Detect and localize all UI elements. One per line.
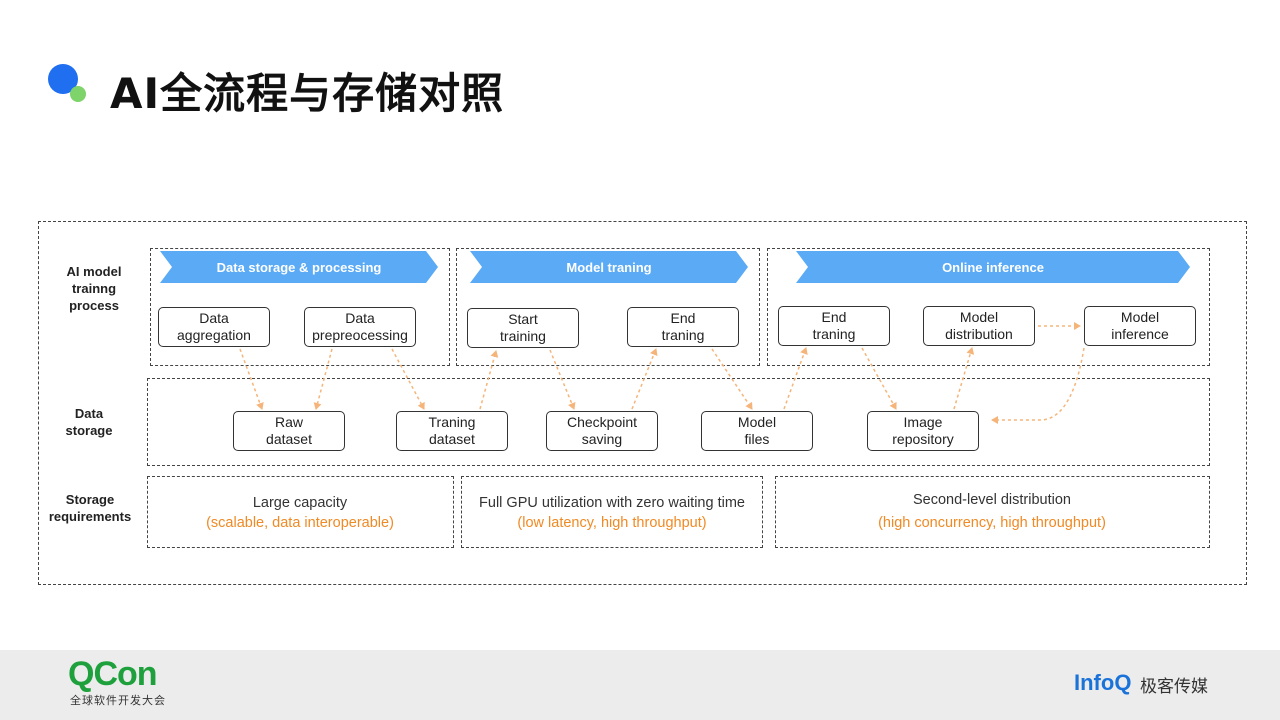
requirement-group-3: [775, 476, 1210, 548]
requirement-2: Full GPU utilization with zero waiting t…: [462, 493, 762, 533]
qcon-subtitle: 全球软件开发大会: [70, 694, 166, 707]
qcon-logo: QCon: [68, 655, 158, 693]
requirement-1-sub: (scalable, data interoperable): [206, 515, 394, 531]
storage-box-training-dataset: Traning dataset: [396, 411, 508, 451]
stage-group-data: [150, 248, 450, 366]
diagram-frame: [38, 221, 1247, 585]
row-label-storage: Data storage: [65, 406, 113, 438]
stage-group-training: [456, 248, 760, 366]
footer-bar: [0, 650, 1280, 720]
infoq-subtitle: 极客传媒: [1140, 677, 1208, 697]
requirement-3: Second-level distribution (high concurre…: [777, 489, 1207, 535]
requirement-2-sub: (low latency, high throughput): [517, 515, 707, 531]
requirement-group-1: [147, 476, 454, 548]
row-label-process: AI model trainng process: [66, 264, 122, 313]
row-label-requirements: Storage requirements: [48, 492, 132, 524]
green-dot-icon: [70, 86, 86, 102]
process-box-end-training: End traning: [627, 307, 739, 347]
stage-group-inference: [767, 248, 1210, 366]
requirement-2-main: Full GPU utilization with zero waiting t…: [479, 495, 745, 511]
process-box-model-inference: Model inference: [1084, 306, 1196, 346]
storage-box-checkpoint-saving: Checkpoint saving: [546, 411, 658, 451]
requirement-group-2: [461, 476, 763, 548]
process-box-model-distribution: Model distribution: [923, 306, 1035, 346]
storage-box-model-files: Model files: [701, 411, 813, 451]
process-box-end-training-inference: End traning: [778, 306, 890, 346]
process-box-start-training: Start training: [467, 308, 579, 348]
storage-row: [147, 378, 1210, 466]
requirement-1-main: Large capacity: [252, 495, 348, 511]
storage-box-raw-dataset: Raw dataset: [233, 411, 345, 451]
process-box-data-preprocessing: Data prepreocessing: [304, 307, 416, 347]
process-box-data-aggregation: Data aggregation: [158, 307, 270, 347]
requirement-1: Large capacity (scalable, data interoper…: [150, 493, 450, 533]
requirement-3-sub: (high concurrency, high throughput): [878, 515, 1106, 531]
requirement-3-main: Second-level distribution: [913, 492, 1071, 508]
infoq-logo: InfoQ: [1074, 670, 1132, 695]
stage-banner-training: Model traning: [470, 251, 748, 283]
storage-box-image-repository: Image repository: [867, 411, 979, 451]
stage-banner-inference: Online inference: [796, 251, 1190, 283]
stage-banner-data: Data storage & processing: [160, 251, 438, 283]
page-title: AI全流程与存储对照: [110, 69, 505, 118]
title-decoration-icon: [48, 64, 92, 108]
